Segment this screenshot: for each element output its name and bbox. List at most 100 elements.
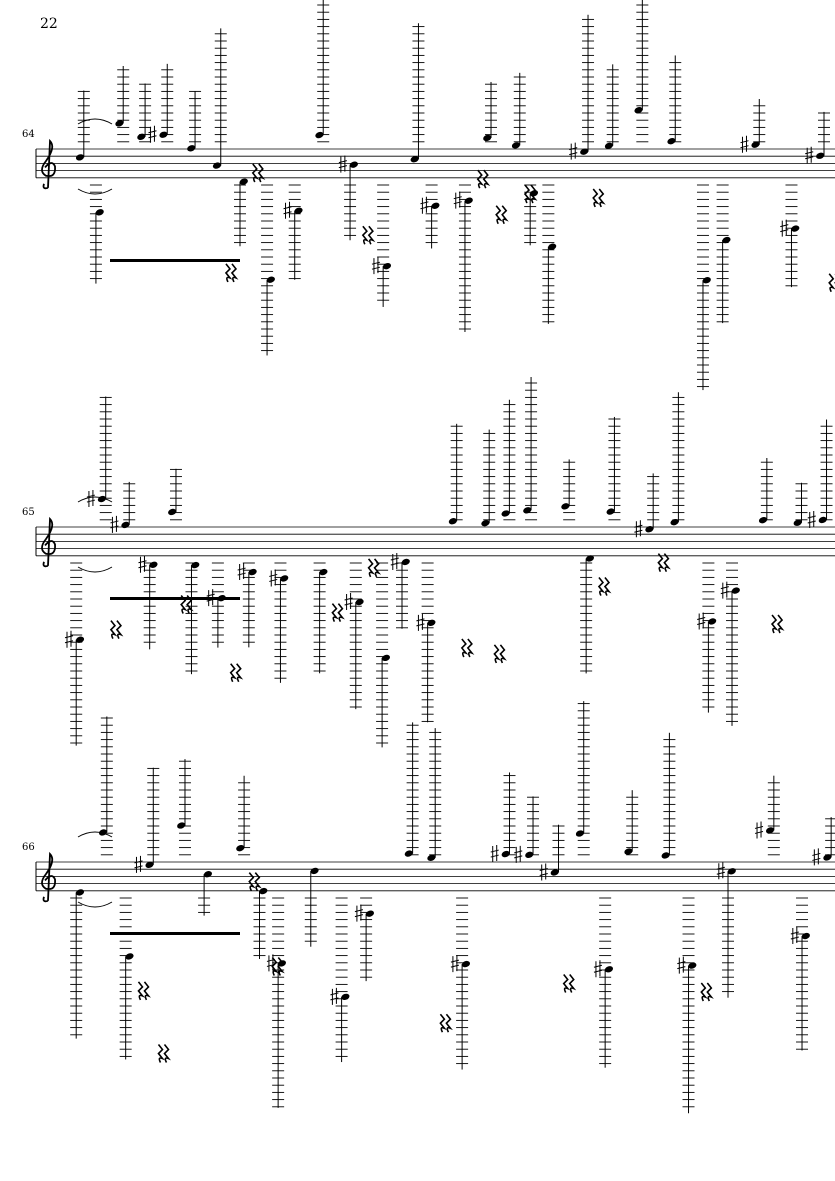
rest-icon	[157, 1044, 166, 1063]
note-head	[259, 887, 268, 895]
note-head	[168, 508, 177, 516]
sharp-icon	[390, 552, 399, 570]
rest-icon	[257, 163, 266, 183]
note-head	[315, 131, 324, 139]
rest-icon	[770, 614, 779, 634]
note-head	[177, 822, 186, 829]
note-head	[125, 953, 134, 960]
sharp-icon	[237, 563, 246, 581]
rest-icon	[277, 956, 285, 976]
rest-icon	[235, 663, 244, 683]
note-head	[277, 960, 287, 967]
note-head	[548, 243, 557, 250]
note-head	[75, 636, 85, 643]
sharp-icon	[539, 863, 548, 881]
sharp-icon	[490, 845, 499, 863]
rest-icon	[367, 225, 376, 245]
tie	[77, 566, 113, 573]
note-head	[670, 518, 679, 526]
rest-icon	[254, 872, 262, 891]
sharp-icon	[569, 142, 578, 160]
note-head	[688, 962, 697, 969]
rest-icon	[592, 188, 600, 208]
rest-icon	[331, 603, 339, 623]
note-head	[203, 871, 212, 878]
note-head	[708, 618, 717, 625]
sharp-icon	[754, 821, 764, 839]
rest-icon	[445, 1013, 453, 1033]
sharp-icon	[266, 954, 276, 972]
note-head	[137, 133, 146, 140]
rest-icon	[476, 169, 485, 189]
rest-icon	[251, 163, 260, 183]
tie	[77, 188, 113, 195]
note-head	[115, 120, 124, 127]
note-head	[294, 207, 303, 214]
rest-icon	[493, 644, 501, 664]
sharp-icon	[450, 955, 460, 973]
note-head	[355, 598, 364, 606]
beam	[110, 259, 240, 262]
rest-icon	[523, 184, 532, 204]
tie	[77, 496, 113, 503]
rest-icon	[499, 644, 507, 664]
note-head	[604, 142, 613, 149]
note-head	[801, 932, 810, 940]
rest-icon	[337, 603, 345, 623]
page-number: 22	[40, 16, 58, 32]
sharp-icon	[420, 196, 429, 214]
note-head	[145, 861, 154, 869]
sharp-icon	[812, 848, 821, 866]
sharp-icon	[807, 510, 816, 528]
note-head	[121, 521, 130, 529]
treble-clef-icon	[41, 516, 56, 568]
measure-number: 66	[22, 842, 35, 853]
beam	[110, 932, 240, 935]
rest-icon	[568, 974, 577, 993]
note-head	[280, 575, 289, 582]
sharp-icon	[330, 987, 339, 1005]
rest-icon	[180, 595, 188, 614]
rest-icon	[562, 974, 571, 993]
rest-icon	[706, 982, 714, 1002]
note-head	[823, 854, 832, 861]
note-head	[529, 190, 539, 197]
rest-icon	[598, 188, 606, 208]
note-head	[765, 827, 775, 834]
sharp-icon	[805, 146, 814, 164]
note-head	[606, 508, 615, 515]
rest-icon	[482, 169, 491, 189]
rest-icon	[163, 1044, 172, 1063]
note-head	[793, 519, 802, 526]
note-head	[310, 867, 319, 875]
rest-icon	[603, 577, 612, 596]
tie	[77, 831, 113, 838]
rest-icon	[361, 225, 370, 245]
sharp-icon	[697, 612, 706, 630]
rest-icon	[367, 558, 376, 578]
note-head	[427, 619, 436, 626]
rest-icon	[700, 982, 708, 1002]
sharp-icon	[780, 219, 789, 237]
rest-icon	[224, 263, 233, 283]
note-head	[239, 178, 248, 185]
note-head	[667, 138, 676, 145]
note-head	[401, 558, 410, 566]
sharp-icon	[64, 630, 74, 648]
rest-icon	[663, 553, 671, 573]
sharp-icon	[283, 201, 292, 219]
tie	[77, 901, 113, 908]
note-head	[550, 869, 559, 876]
sharp-icon	[634, 520, 643, 538]
note-head	[634, 107, 643, 114]
sharp-icon	[138, 555, 147, 573]
note-head	[212, 162, 222, 169]
rest-icon	[828, 273, 835, 293]
measure-number: 65	[22, 507, 35, 518]
note-head	[481, 519, 490, 527]
tie	[77, 118, 113, 125]
sharp-icon	[338, 155, 347, 173]
sharp-icon	[790, 927, 799, 945]
note-head	[349, 161, 358, 168]
